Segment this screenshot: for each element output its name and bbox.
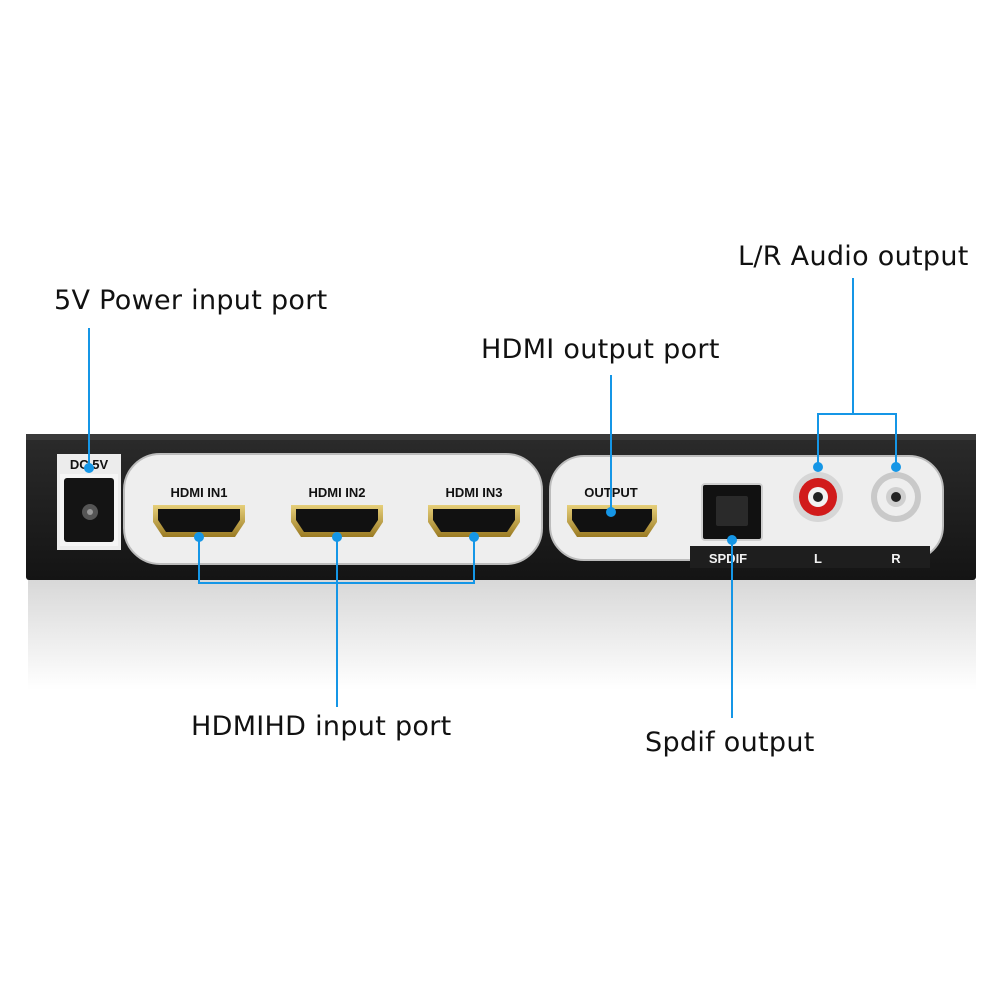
hdmi-output-leader-dot <box>606 507 616 517</box>
hdmi-in1-port[interactable] <box>153 505 245 537</box>
spdif-label: SPDIF <box>709 551 747 566</box>
hdmi-in2-leader-dot <box>332 532 342 542</box>
device-reflection <box>28 580 976 690</box>
audio-right-label: R <box>891 551 901 566</box>
audio-left-label: L <box>814 551 822 566</box>
hdmi-in3-leader-dot <box>469 532 479 542</box>
hdmi-output-callout: HDMI output port <box>481 334 720 365</box>
rca-right-jack[interactable] <box>871 472 921 522</box>
audio-leader-line <box>817 278 854 467</box>
hdmi-output-port[interactable] <box>567 505 657 537</box>
spdif-output-callout: Spdif output <box>645 727 815 758</box>
audio-left-leader-dot <box>813 462 823 472</box>
audio-output-callout: L/R Audio output <box>738 241 969 272</box>
hdmi-in1-leader-dot <box>194 532 204 542</box>
power-callout: 5V Power input port <box>54 285 328 316</box>
spdif-port-shutter <box>716 496 748 526</box>
hdmi-in2-label: HDMI IN2 <box>308 485 365 500</box>
leader-lines <box>88 278 897 718</box>
chassis-top-edge <box>26 434 976 440</box>
hdmi-in1-label: HDMI IN1 <box>170 485 227 500</box>
leader-dots <box>84 462 901 545</box>
hdmi-input-callout: HDMIHD input port <box>191 711 452 742</box>
hdmi-in3-label: HDMI IN3 <box>445 485 502 500</box>
power-leader-dot <box>84 463 94 473</box>
output-label-strip <box>690 546 930 568</box>
hdmi-in2-port[interactable] <box>291 505 383 537</box>
rca-left-jack[interactable] <box>793 472 843 522</box>
audio-leader-line-right <box>853 413 897 467</box>
dc-jack-center <box>87 509 93 515</box>
hdmi-in3-port[interactable] <box>428 505 520 537</box>
audio-right-leader-dot <box>891 462 901 472</box>
spdif-leader-dot <box>727 535 737 545</box>
